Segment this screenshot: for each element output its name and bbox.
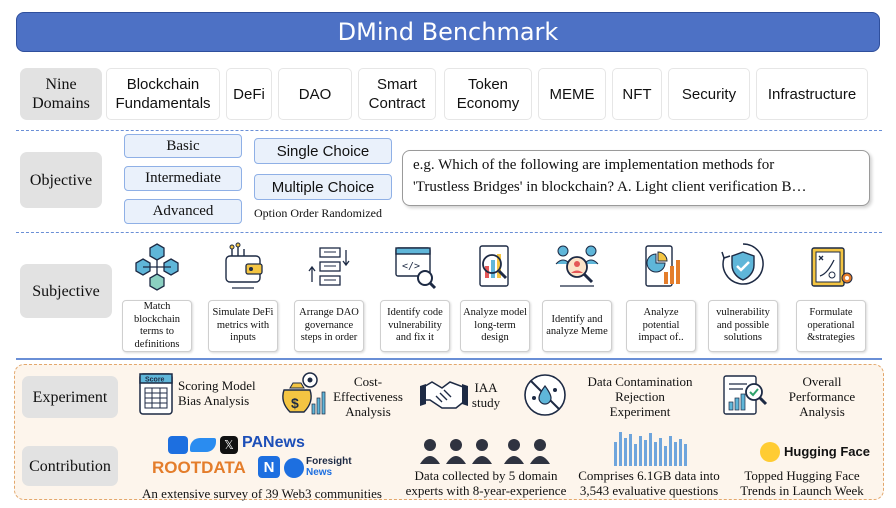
row-label-nine-domains: Nine Domains [20,68,102,120]
subjective-caption: Identify code vulnerability and fix it [380,300,450,352]
row-label-contribution: Contribution [22,446,118,486]
subjective-task: Analyze potential impact of.. [626,242,696,354]
foresight-logo: Foresight News [306,456,352,478]
svg-text:</>: </> [402,261,420,272]
row-label-subjective: Subjective [20,264,112,318]
domain-dao: DAO [278,68,352,120]
subjective-caption: vulnerability and possible solutions [708,300,778,352]
performance-report-icon [723,375,768,415]
row-label-objective: Objective [20,152,102,208]
choice-multiple: Multiple Choice [254,174,392,200]
n-logo-icon: N [258,456,280,478]
domain-meme: MEME [538,68,606,120]
chart-document-icon [479,245,509,287]
media-logo-icon [168,436,188,454]
subjective-task: Identify and analyze Meme [542,242,612,354]
section-divider [16,130,882,131]
subjective-caption: Arrange DAO governance steps in order [294,300,364,352]
level-advanced: Advanced [124,199,242,224]
experiment-label: Scoring Model Bias Analysis [178,378,256,408]
money-gear-icon: $ [282,372,326,415]
level-basic: Basic [124,134,242,158]
option-order-note: Option Order Randomized [254,206,382,220]
hugging-face-logo: Hugging Face [784,444,870,459]
defi-wallet-icon [225,242,263,289]
page-title: DMind Benchmark [16,12,880,52]
experiment-label: IAA study [471,380,501,410]
data-bars-icon [614,432,687,466]
subjective-caption: Match blockchain terms to definitions [122,300,192,352]
hugging-face-emoji-icon [760,442,780,462]
level-intermediate: Intermediate [124,166,242,191]
media-logo-icon [190,438,216,452]
subjective-caption: Simulate DeFi metrics with inputs [208,300,278,352]
domain-security: Security [668,68,750,120]
subjective-task: Formulate operational &strategies [796,242,866,354]
subjective-caption: Analyze potential impact of.. [626,300,696,352]
code-inspect-icon: </> [395,247,437,290]
subjective-task: </> Identify code vulnerability and fix … [380,242,450,354]
choice-single: Single Choice [254,138,392,164]
strategy-board-icon [811,247,853,287]
panews-logo: PANews [242,434,305,451]
example-line-1: e.g. Which of the following are implemen… [413,157,775,173]
people-search-icon [555,245,599,287]
subjective-task: Simulate DeFi metrics with inputs [208,242,278,354]
domain-nft: NFT [612,68,662,120]
blockchain-cubes-icon [135,243,179,291]
community-logos: 𝕏 PANews ROOTDATA N Foresight News [152,434,352,484]
domain-smart-contract: Smart Contract [358,68,436,120]
subjective-task: Analyze model long-term design [460,242,530,354]
svg-text:$: $ [291,395,299,411]
contribution-data: Comprises 6.1GB data into 3,543 evaluati… [578,468,720,498]
svg-text:Score: Score [145,377,165,384]
contribution-communities: An extensive survey of 39 Web3 communiti… [142,486,382,501]
pie-chart-doc-icon [645,245,680,287]
subjective-caption: Analyze model long-term design [460,300,530,352]
subjective-task: vulnerability and possible solutions [708,242,778,354]
domain-infrastructure: Infrastructure [756,68,868,120]
x-logo-icon: 𝕏 [220,436,238,454]
experts-people-icon [420,439,550,464]
domain-defi: DeFi [226,68,272,120]
subjective-task: Match blockchain terms to definitions [122,242,192,354]
subjective-task: Arrange DAO governance steps in order [294,242,364,354]
section-divider [16,232,882,233]
subjective-caption: Formulate operational &strategies [796,300,866,352]
row-label-experiment: Experiment [22,376,118,418]
domain-token-economy: Token Economy [444,68,532,120]
example-line-2: 'Trustless Bridges' in blockchain? A. Li… [413,179,807,195]
contribution-experts: Data collected by 5 domain experts with … [405,468,567,498]
foresight-logo-sub: News [306,467,333,478]
rootdata-logo: ROOTDATA [152,458,246,477]
example-question-box: e.g. Which of the following are implemen… [402,150,870,206]
experiment-label: Overall Performance Analysis [788,374,856,419]
subjective-caption: Identify and analyze Meme [542,300,612,352]
section-divider [16,358,882,360]
domain-blockchain-fundamentals: Blockchain Fundamentals [106,68,220,120]
no-virus-icon [524,374,566,416]
experiment-label: Cost- Effectiveness Analysis [333,374,403,419]
experiment-label: Data Contamination Rejection Experiment [587,374,693,419]
foresight-logo-name: Foresight [306,456,352,467]
shield-check-icon [721,243,764,285]
handshake-icon [420,381,468,409]
foresight-logo-icon [284,458,304,478]
contribution-hugging-face: Topped Hugging Face Trends in Launch Wee… [740,468,864,498]
ordered-steps-icon [308,247,350,286]
score-sheet-icon: Score [139,373,173,415]
